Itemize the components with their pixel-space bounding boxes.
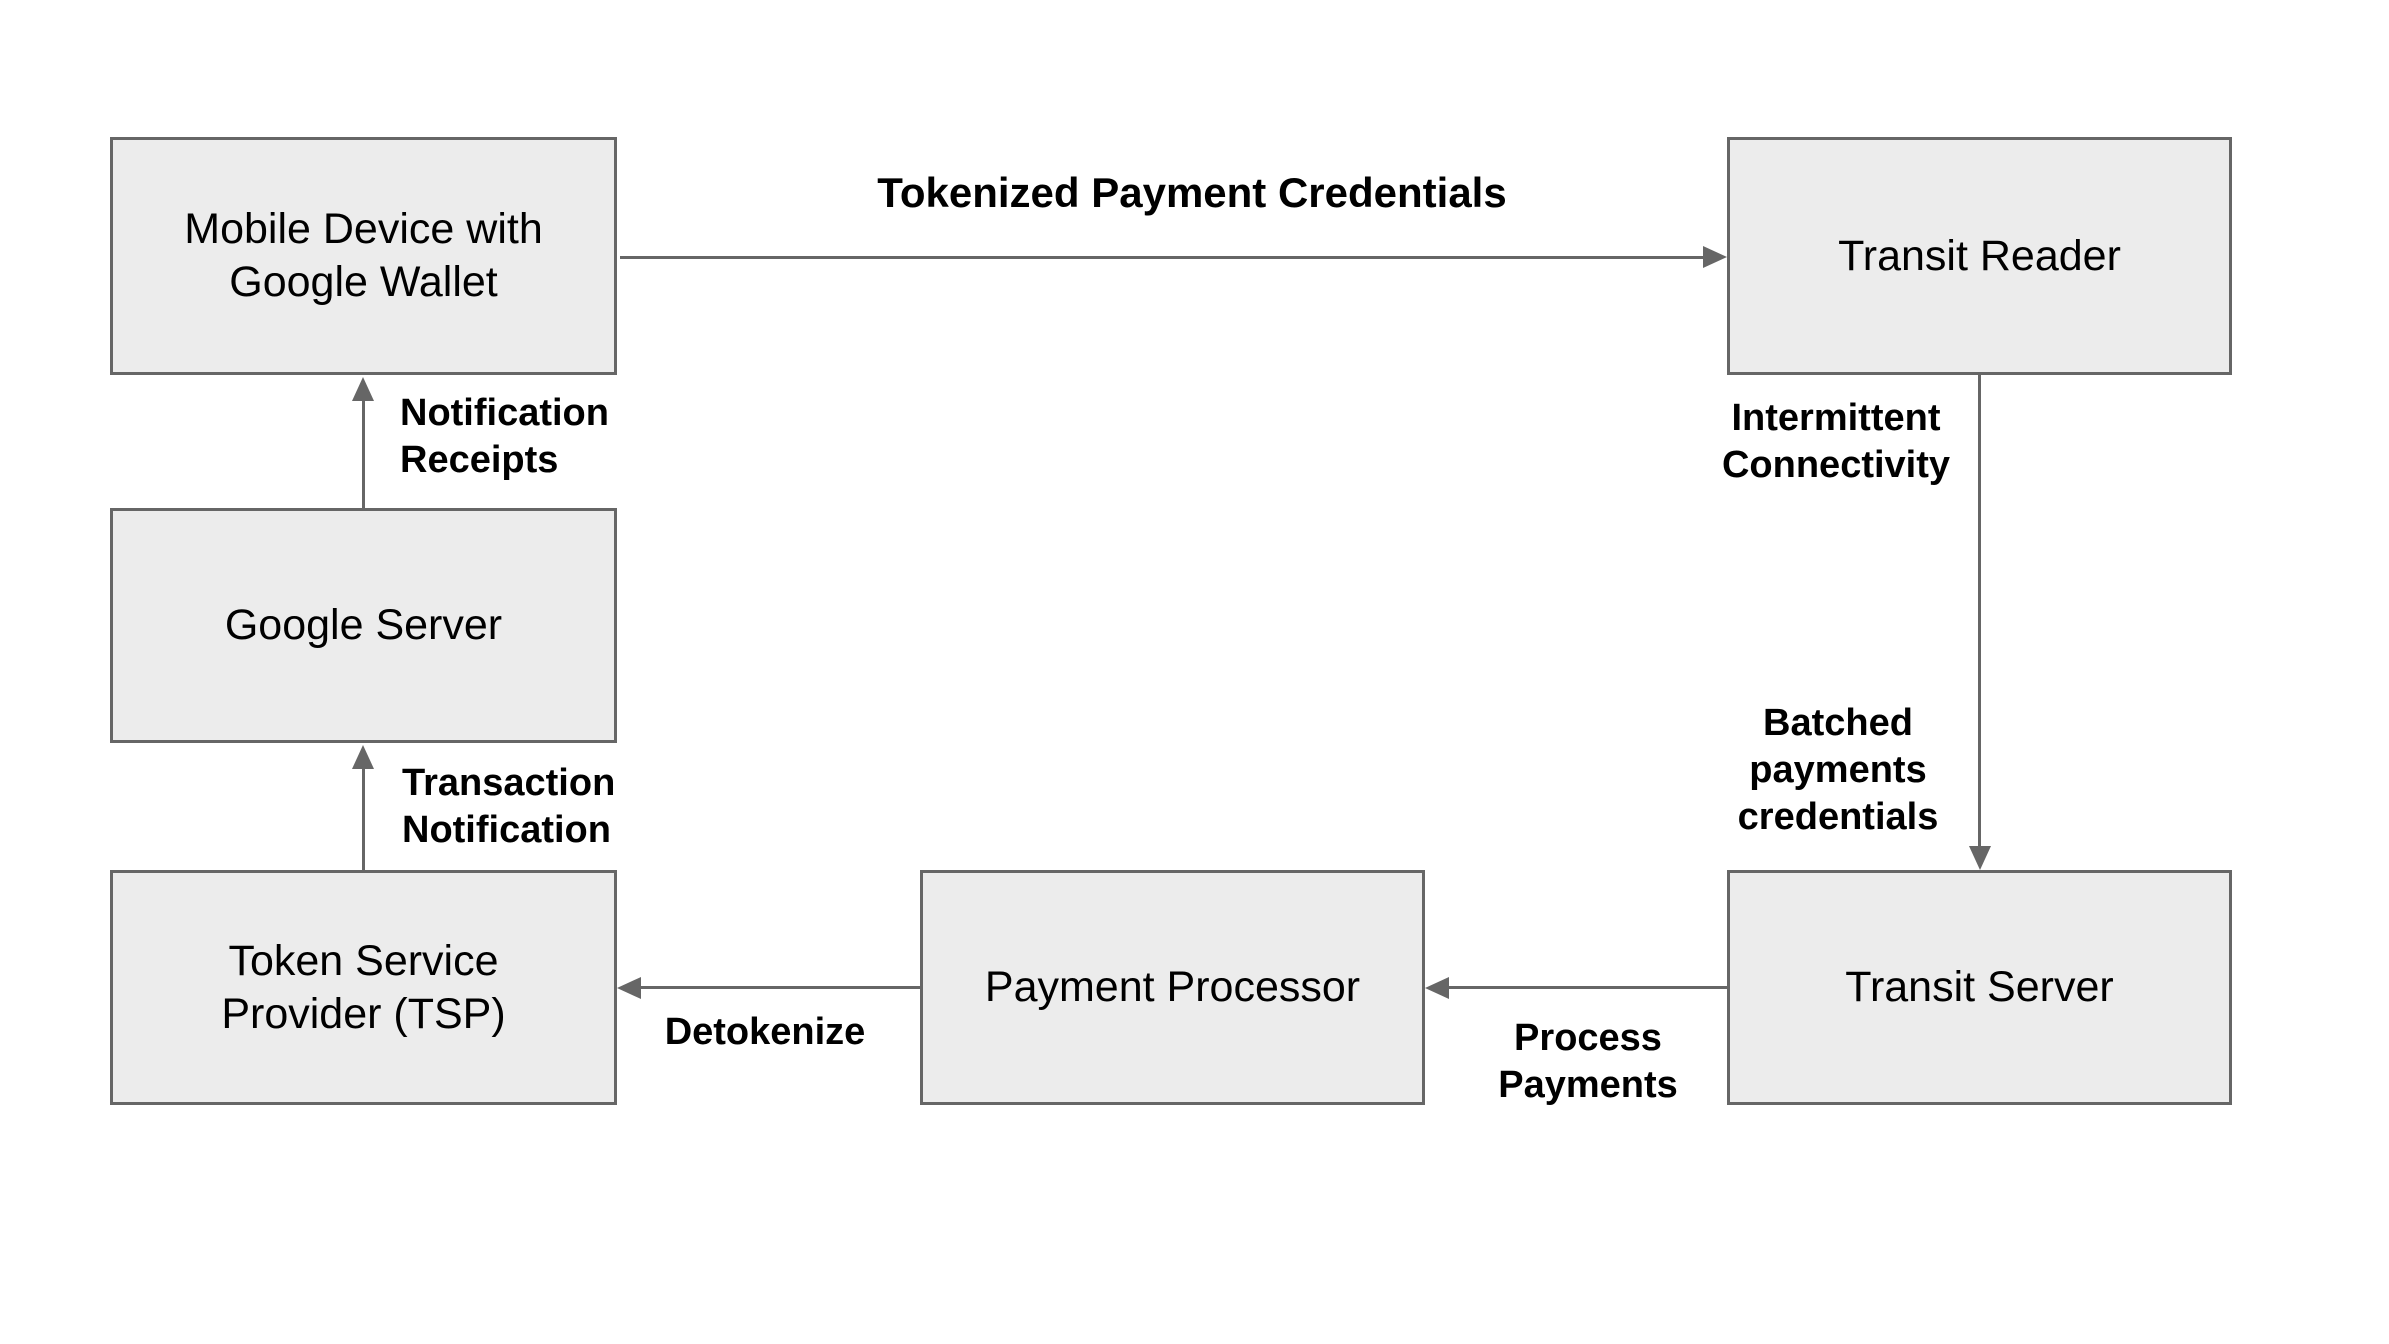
edge-label-detokenize: Detokenize — [664, 1011, 866, 1053]
arrow-line — [362, 399, 365, 508]
arrowhead-left-icon — [1425, 977, 1449, 999]
arrow-line — [1978, 375, 1981, 847]
arrowhead-down-icon — [1969, 846, 1991, 870]
node-transit-server: Transit Server — [1727, 870, 2232, 1105]
node-payment-processor: Payment Processor — [920, 870, 1425, 1105]
edge-label-tokenized-payment-credentials: Tokenized Payment Credentials — [877, 169, 1507, 216]
node-transit-reader: Transit Reader — [1727, 137, 2232, 375]
arrowhead-right-icon — [1703, 246, 1727, 268]
node-label-line: Payment Processor — [984, 963, 1361, 1011]
node-google-server: Google Server — [110, 508, 617, 743]
edge-label-intermittent-connectivity: Intermittent Connectivity — [1721, 397, 1951, 486]
node-label-line: Transit Reader — [1838, 231, 2121, 280]
node-token-service-provider: Token Service Provider (TSP) — [110, 870, 617, 1105]
node-label-line: Transit Server — [1845, 963, 2114, 1011]
arrow-line — [1447, 986, 1727, 989]
arrow-line — [639, 986, 920, 989]
node-label-line: Token Service — [228, 936, 499, 985]
node-label-line: Google Wallet — [229, 258, 498, 306]
node-mobile-device-google-wallet: Mobile Device with Google Wallet — [110, 137, 617, 375]
edge-label-notification-receipts: Notification Receipts — [400, 392, 609, 481]
arrow-line — [620, 256, 1705, 259]
arrow-line — [362, 767, 365, 870]
edge-label-process-payments: Process Payments — [1498, 1017, 1678, 1106]
arrowhead-up-icon — [352, 377, 374, 401]
node-label-line: Provider (TSP) — [221, 989, 506, 1038]
edge-label-transaction-notification: Transaction Notification — [402, 762, 616, 851]
node-label-line: Mobile Device with — [184, 205, 543, 253]
arrowhead-up-icon — [352, 745, 374, 769]
edge-label-batched-payments-credentials: Batched payments credentials — [1737, 702, 1939, 838]
arrowhead-left-icon — [617, 977, 641, 999]
node-label-line: Google Server — [224, 601, 503, 649]
